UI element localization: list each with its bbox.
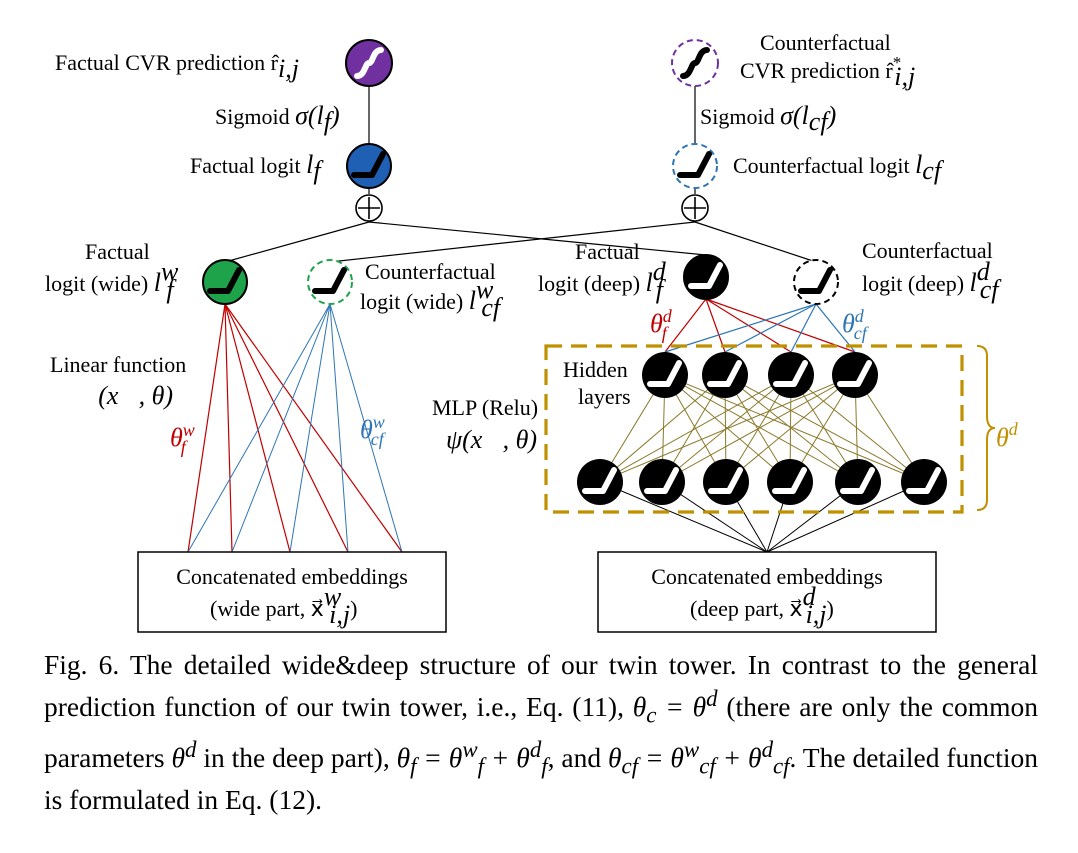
- wide-embeddings-title: Concatenated embeddings: [176, 564, 408, 589]
- counterfactual-deep-label-1: Counterfactual: [862, 238, 993, 263]
- twin-tower-diagram: Factual CVR prediction r̂i,j Counterfact…: [45, 30, 1019, 633]
- deep-factual-edge: [664, 298, 707, 353]
- deep-embeddings-title: Concatenated embeddings: [651, 564, 883, 589]
- hidden-edge: [724, 374, 859, 483]
- mlp-label: MLP (Relu): [432, 395, 538, 420]
- factual-cvr-node: [345, 39, 393, 87]
- hidden-edge: [661, 374, 856, 483]
- hidden-node: [702, 352, 748, 398]
- hidden-node: [703, 459, 749, 505]
- hidden-node: [577, 459, 623, 505]
- sigmoid-factual-label: Sigmoid σ(lf): [215, 101, 340, 136]
- deep-input-edge: [766, 481, 925, 553]
- hidden-edge: [599, 374, 792, 483]
- factual-deep-label-1: Factual: [575, 239, 640, 264]
- hidden-layers-label-2: layers: [578, 384, 631, 409]
- deep-params-box: [544, 344, 964, 514]
- wide-counterfactual-weights: [187, 303, 403, 553]
- hidden-node: [901, 459, 947, 505]
- counterfactual-cvr-label-1: Counterfactual: [760, 30, 891, 55]
- hidden-node: [639, 459, 685, 505]
- hidden-node: [642, 352, 688, 398]
- factual-logit-node: [346, 143, 392, 189]
- factual-logit-label: Factual logit lf: [190, 150, 324, 185]
- deep-factual-edge: [705, 298, 856, 353]
- figure-caption: Fig. 6. The detailed wide&deep structure…: [44, 649, 1039, 816]
- hidden-layer-2: [577, 459, 947, 505]
- deep-counterfactual-edge: [664, 303, 817, 353]
- linear-function-label: Linear function: [50, 352, 186, 377]
- wide-counterfactual-edge: [329, 303, 349, 553]
- hidden-node: [835, 459, 881, 505]
- deep-input-edge: [599, 481, 768, 553]
- deep-counterfactual-edge: [724, 303, 817, 353]
- linear-function-formula: ∅(x⃗, θ): [78, 381, 173, 410]
- counterfactual-deep-logit-node: [793, 259, 839, 305]
- factual-wide-logit-node: [202, 259, 248, 305]
- wide-factual-edge: [224, 303, 233, 553]
- factual-deep-logit-node: [683, 254, 729, 300]
- theta-d-label: θd: [996, 419, 1019, 452]
- hidden-layer-1: [642, 352, 878, 398]
- top-edges: [224, 86, 817, 263]
- hidden-edge: [599, 374, 856, 483]
- counterfactual-cvr-label-2: CVR prediction r̂*i,j: [740, 53, 915, 91]
- sigmoid-counterfactual-label: Sigmoid σ(lcf): [700, 101, 836, 136]
- hidden-node: [768, 352, 814, 398]
- counterfactual-wide-logit-node: [307, 259, 353, 305]
- hidden-edge: [664, 374, 925, 483]
- wide-counterfactual-edge: [329, 303, 403, 553]
- mlp-formula: ψ(x⃗, θ): [446, 425, 537, 454]
- counterfactual-cvr-node: [671, 39, 719, 87]
- deep-counterfactual-edge: [815, 303, 856, 353]
- hidden-layers-label-1: Hidden: [563, 357, 628, 382]
- factual-wide-label-1: Factual: [85, 239, 150, 264]
- counterfactual-logit-label: Counterfactual logit lcf: [733, 150, 945, 185]
- counterfactual-wide-label-1: Counterfactual: [365, 259, 496, 284]
- deep-params-brace: [976, 345, 996, 511]
- wide-factual-edge: [187, 303, 226, 553]
- hidden-node: [767, 459, 813, 505]
- wide-factual-weights: [187, 303, 403, 553]
- hidden-edge: [725, 374, 856, 483]
- hidden-edge: [664, 374, 859, 483]
- wide-factual-edge: [224, 303, 349, 553]
- deep-counterfactual-edge: [790, 303, 817, 353]
- factual-cvr-label: Factual CVR prediction r̂i,j: [55, 50, 299, 83]
- counterfactual-plus-node: [681, 194, 709, 222]
- hidden-edge: [599, 374, 726, 483]
- wide-counterfactual-edge: [289, 303, 331, 553]
- counterfactual-logit-node: [672, 143, 718, 189]
- wide-factual-edge: [224, 303, 403, 553]
- hidden-node: [832, 352, 878, 398]
- deep-factual-edge: [705, 298, 726, 353]
- wide-counterfactual-edge: [231, 303, 331, 553]
- wide-factual-edge: [224, 303, 291, 553]
- deep-output-weights: [664, 298, 856, 353]
- factual-plus-node: [355, 194, 383, 222]
- wide-counterfactual-edge: [187, 303, 331, 553]
